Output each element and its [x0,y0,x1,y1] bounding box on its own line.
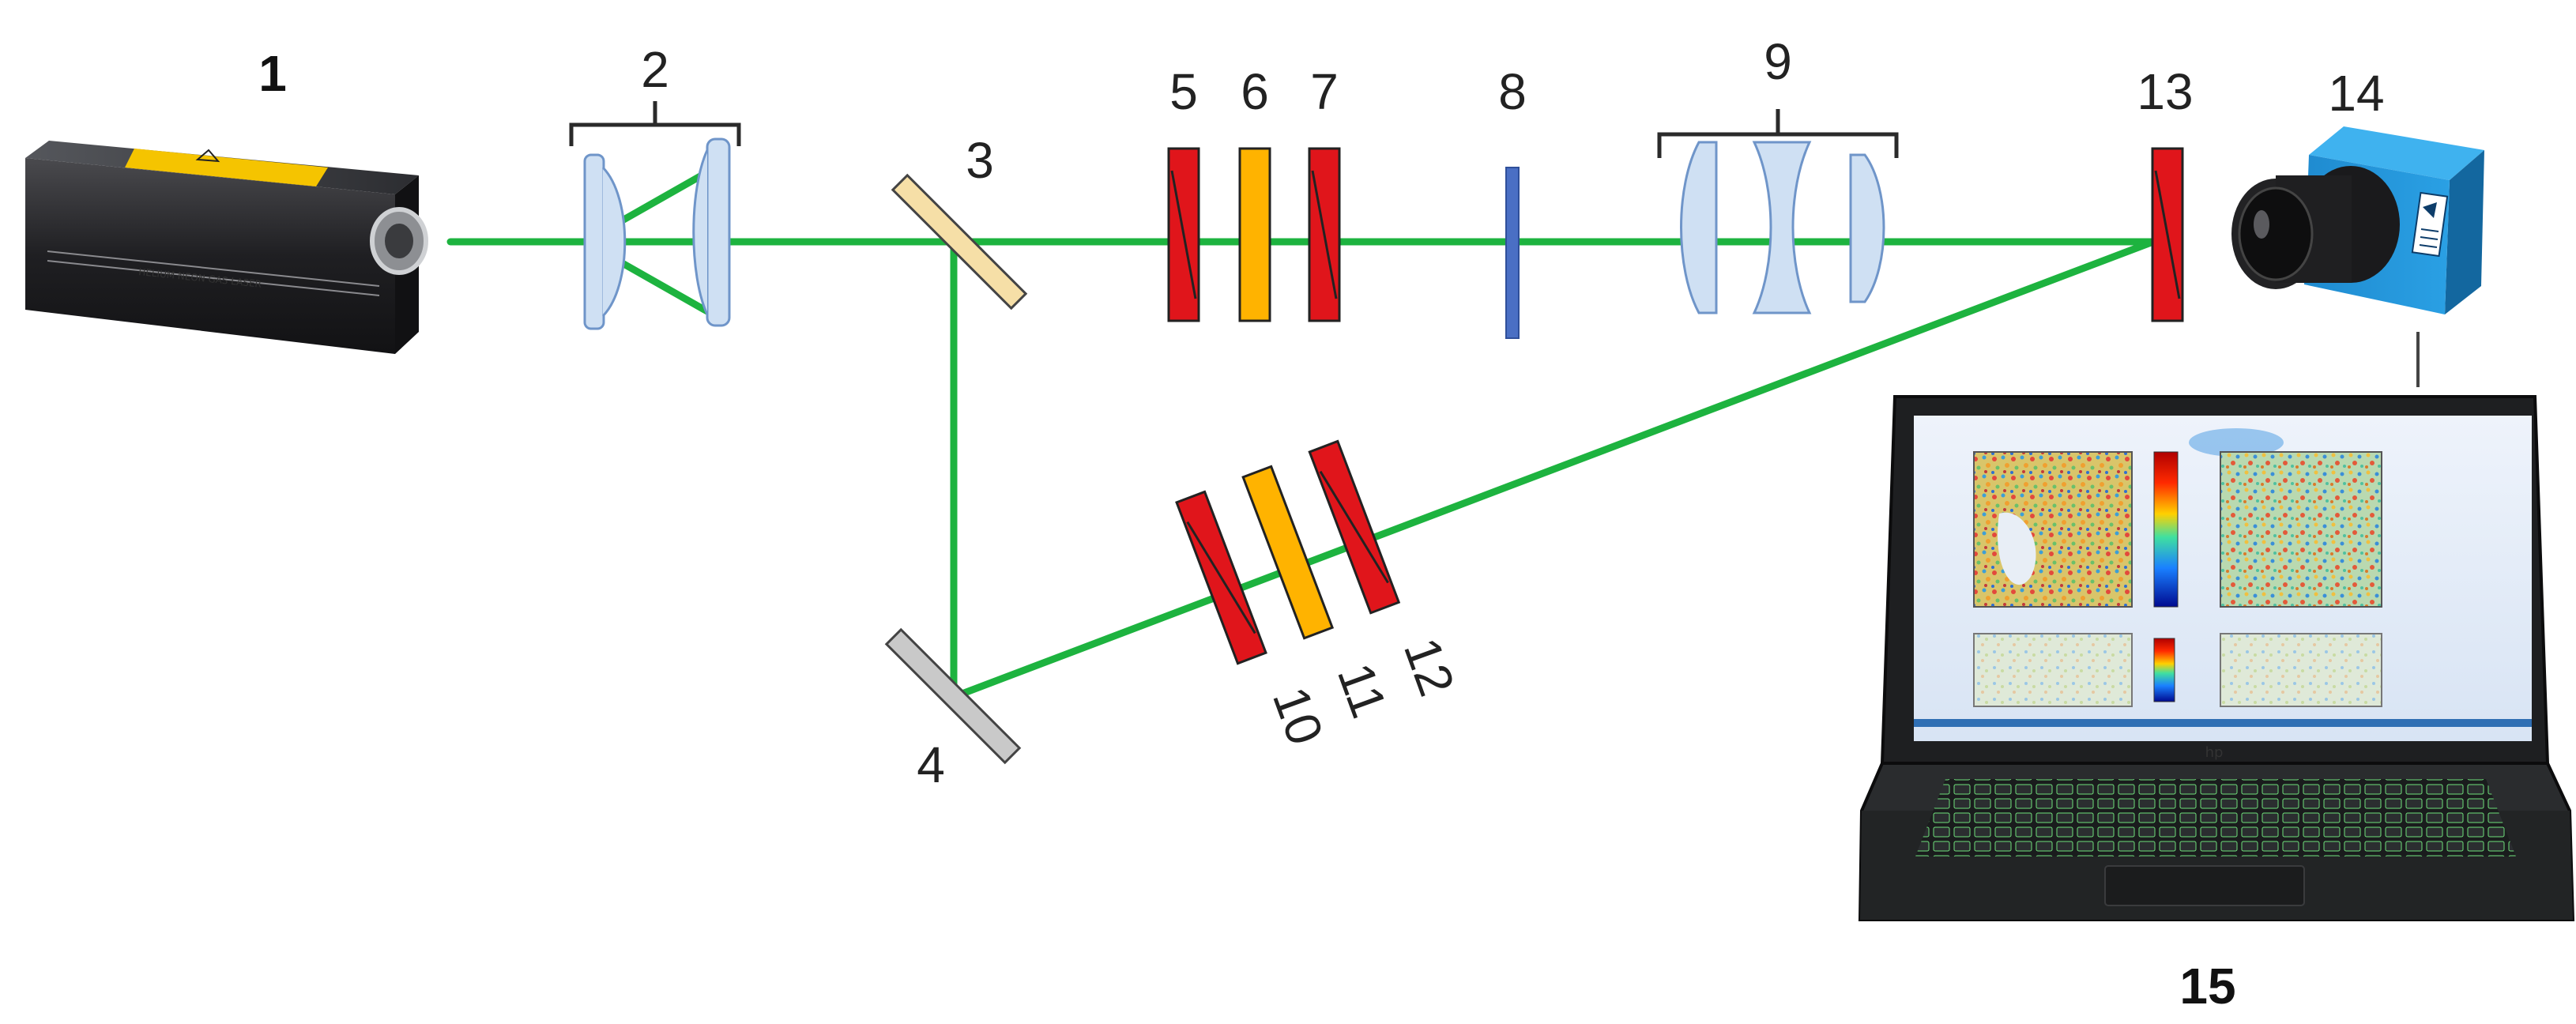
label-6: 6 [1241,63,1269,120]
label-12: 12 [1393,631,1466,703]
laptop-keyboard [1915,779,2516,856]
label-10: 10 [1262,680,1335,752]
label-8: 8 [1498,63,1527,120]
label-9: 9 [1764,33,1792,90]
label-15: 15 [2179,958,2235,1015]
speckle-plot-right [2220,451,2382,608]
beam-splitter [891,173,1028,311]
label-11: 11 [1327,656,1398,725]
imaging-lens-system [1657,109,1899,314]
label-4: 4 [917,736,945,793]
beam-reference-diagonal [950,236,2161,701]
label-2: 2 [641,41,669,98]
polarizer-5 [1167,147,1200,322]
label-3: 3 [966,132,994,189]
label-13: 13 [2137,63,2193,120]
laser-warning-label [125,149,328,186]
laptop-touchpad [2104,865,2305,906]
lens-9c [1849,153,1885,303]
helium-neon-laser: HELIUM NEON GAS LASER [25,141,428,354]
label-5: 5 [1169,63,1198,120]
lens-9a [1680,141,1718,314]
filter-8 [1505,167,1520,339]
waveplate-11 [1241,465,1335,640]
phase-plot-left [1973,633,2133,707]
lens-9b [1752,141,1812,314]
analyzer-13 [2151,147,2184,322]
polarizer-10 [1175,490,1267,665]
expander-lens-2 [706,137,731,327]
waveplate-6 [1238,147,1271,322]
label-14: 14 [2328,65,2384,122]
label-7: 7 [1310,63,1339,120]
colorbar-small [2153,638,2175,702]
lens-system-bracket [1657,109,1899,158]
laptop-computer: hp [1858,395,2575,921]
colorbar [2153,451,2179,608]
beam-expander [569,101,741,330]
laptop-brand-logo: hp [2205,744,2224,761]
polarizer-7 [1308,147,1341,322]
mirror [884,627,1022,765]
label-1: 1 [258,45,287,102]
expander-bracket [569,101,741,146]
phase-plot-right [2220,633,2382,707]
ccd-camera [2231,126,2484,387]
speckle-plot-left [1973,451,2133,608]
polarizer-12 [1308,439,1401,615]
camera-logo [2411,191,2449,258]
